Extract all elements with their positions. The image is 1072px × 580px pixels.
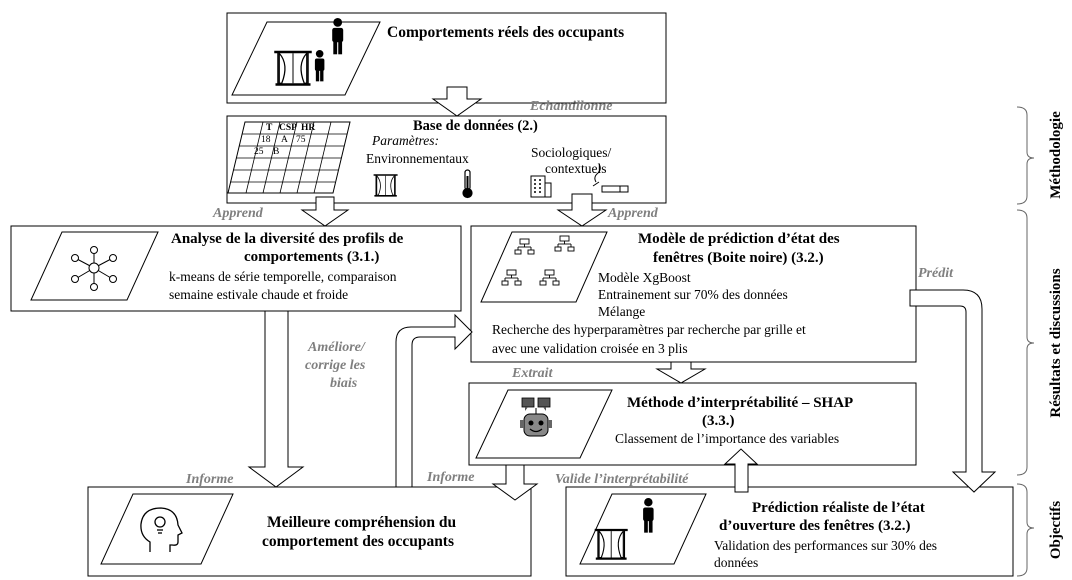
table-header-csp: CSP [279, 123, 297, 133]
analysis-text-line2: semaine estivale chaude et froide [169, 287, 349, 302]
side-label-objectives: Objectifs [1048, 500, 1064, 560]
understanding-title-line2: comportement des occupants [262, 533, 455, 550]
shap-title-line1: Méthode d’interprétabilité – SHAP [627, 395, 854, 411]
thermometer-icon [462, 169, 473, 199]
shap-title-line2: (3.3.) [702, 413, 735, 429]
arrow-sample [431, 86, 483, 117]
model-title-line2: fenêtres (Boite noire) (3.2.) [653, 250, 824, 266]
database-socio-label: Sociologiques/ [531, 145, 612, 160]
prediction-box [565, 486, 1014, 577]
bracket-objectives [1016, 483, 1035, 577]
prediction-title-line2: d’ouverture des fenêtres (3.2.) [719, 518, 911, 534]
model-title-line1: Modèle de prédiction d’état des [638, 231, 840, 247]
arrow-label-validate: Valide l’interprétabilité [555, 472, 689, 487]
arrow-label-inform-left: Informe [186, 472, 234, 487]
table-cell: A [281, 135, 288, 145]
shap-parallelogram [475, 389, 613, 459]
model-text-line2: Entrainement sur 70% des données [598, 287, 788, 302]
prediction-title-line1: Prédiction réaliste de l’état [752, 500, 925, 516]
database-title: Base de données (2.) [413, 118, 538, 134]
table-header-t: T [266, 123, 273, 133]
arrow-extract [655, 361, 707, 384]
table-header-hr: HR [301, 123, 316, 133]
curtain-window-icon [273, 50, 313, 86]
database-context-label: contextuels [545, 161, 607, 176]
building-icon [530, 175, 552, 198]
table-cell: B [273, 147, 280, 157]
analysis-box [10, 225, 462, 312]
arrow-label-improve-line1: Améliore/ [308, 340, 365, 355]
network-icon [71, 246, 117, 291]
side-label-methodology: Méthodologie [1048, 111, 1064, 199]
cigarette-icon [592, 163, 629, 193]
arrow-label-learn-right: Apprend [608, 206, 658, 221]
bracket-results [1016, 209, 1035, 476]
side-label-results: Résultats et discussions [1048, 268, 1064, 418]
analysis-title-line2: comportements (3.1.) [244, 249, 380, 265]
arrow-label-learn-left: Apprend [213, 206, 263, 221]
database-env-label: Environnementaux [366, 151, 469, 166]
model-text-line5: avec une validation croisée en 3 plis [492, 341, 688, 356]
model-box [470, 225, 917, 363]
arrow-label-sample: Echantillonne [530, 99, 613, 114]
arrow-label-predict: Prédit [918, 266, 953, 281]
behaviors-parallelogram [231, 21, 381, 96]
analysis-text-line1: k-means de série temporelle, comparaison [169, 269, 397, 284]
arrow-label-inform-right: Informe [427, 470, 475, 485]
model-text-line3: Mélange [598, 304, 646, 319]
arrow-label-improve-line3: biais [330, 376, 358, 391]
arrow-predict [909, 289, 997, 493]
analysis-title-line1: Analyse de la diversité des profils de [171, 231, 404, 247]
prediction-text-line2: données [714, 555, 759, 570]
arrow-validate [723, 448, 759, 493]
table-cell: 25 [254, 147, 264, 157]
head-lightbulb-icon [140, 507, 183, 552]
model-text-line1: Modèle XgBoost [598, 270, 691, 285]
table-cell: 18 [261, 135, 271, 145]
model-parallelogram [480, 231, 608, 303]
shap-text: Classement de l’importance des variables [615, 431, 840, 446]
prediction-text-line1: Validation des performances sur 30% des [714, 538, 938, 553]
arrow-inform-left [247, 310, 305, 488]
arrow-learn-right [556, 193, 608, 227]
model-text-line4: Recherche des hyperparamètres par recher… [492, 322, 806, 337]
arrow-label-improve-line2: corrige les [305, 358, 366, 373]
understanding-box [87, 486, 532, 577]
data-table-grid [228, 121, 350, 194]
arrow-learn-left [300, 196, 350, 227]
arrow-inform-right [491, 464, 539, 501]
table-cell: 75 [296, 135, 306, 145]
bracket-methodology [1016, 106, 1035, 205]
understanding-title-line1: Meilleure compréhension du [267, 514, 457, 531]
robot-icon [520, 397, 552, 437]
database-box [226, 115, 667, 204]
prediction-parallelogram [579, 493, 707, 565]
analysis-parallelogram [30, 231, 159, 301]
arrow-label-extract: Extrait [512, 366, 553, 381]
database-params-label: Paramètres: [372, 133, 439, 148]
arrow-improve [395, 313, 473, 488]
behaviors-title: Comportements réels des occupants [387, 24, 625, 41]
understanding-parallelogram [100, 493, 234, 565]
